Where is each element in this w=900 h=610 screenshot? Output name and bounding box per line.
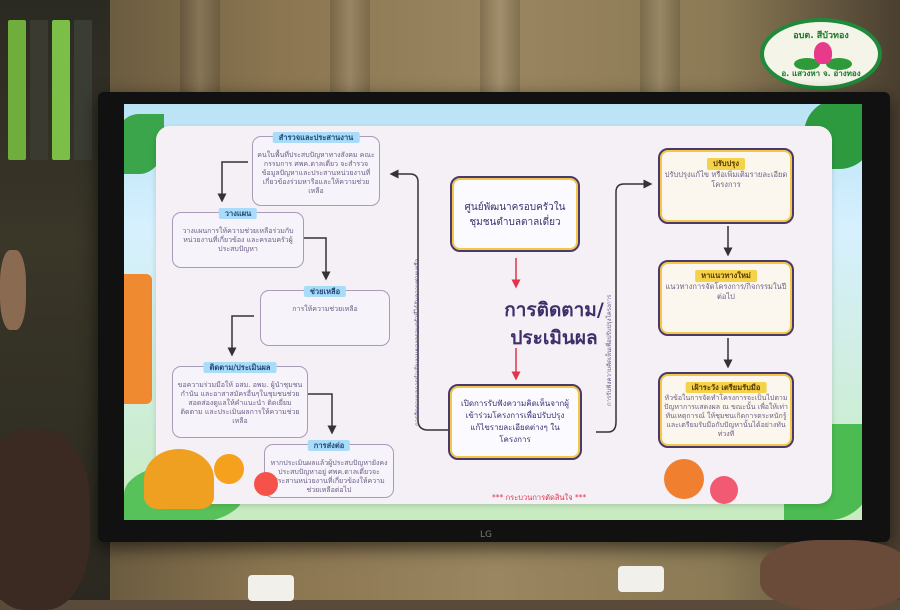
step-improve-text: ปรับปรุงแก้ไข หรือเพิ่มเติมรายละเอียดโคร… [664,170,788,189]
binder [30,20,48,160]
step-refer-text: หากประเมินผลแล้วผู้ประสบปัญหายังคงประสบป… [270,459,388,494]
step-survey-text: คนในพื้นที่ประสบปัญหาทางสังคม คณะกรรมการ… [257,151,375,195]
step-plan: วางแผน วางแผนการให้ความช่วยเหลือร่วมกับห… [172,208,304,268]
left-vertical-label: การติดตามผลการดำเนินงานของครอบครัวที่ได้… [414,258,421,426]
dog-illustration [144,449,214,509]
step-followup-tag: ติดตาม/ประเมินผล [203,362,277,373]
step-improve-tag: ปรับปรุง [706,158,746,170]
center-title-line1: การติดตาม/ [504,299,604,321]
lotus-flower-icon [814,42,832,64]
step-new-approach: หาแนวทางใหม่ แนวทางการจัดโครงการ/กิจกรรม… [658,260,794,336]
monitor-brand: LG [480,530,492,540]
center-top-text: ศูนย์พัฒนาครอบครัวในชุมชนตำบลตาลเดี่ยว [464,202,566,228]
lotus-leaf-icon [794,58,820,70]
step-refer-tag: การส่งต่อ [307,440,351,451]
flow-arrows [217,161,733,435]
step-new-approach-text: แนวทางการจัดโครงการ/กิจกรรมในปีต่อไป [665,282,787,301]
step-help-tag: ช่วยเหลือ [303,286,347,297]
step-followup: ติดตาม/ประเมินผล ขอความร่วมมือให้ อสม. อ… [172,362,308,438]
step-followup-text: ขอความร่วมมือให้ อสม. อพม. ผู้นำชุมชน กำ… [177,381,303,425]
step-watch: เฝ้าระวัง เตรียมรับมือ หัวข้อในการจัดทำโ… [658,372,794,448]
person-foreground [0,430,90,610]
step-help-text: การให้ความช่วยเหลือ [292,305,358,313]
logo-bottom-text: อ. แสวงหา จ. อ่างทอง [781,69,861,78]
flower-decoration [254,472,278,496]
organization-logo: อบต. สีบัวทอง อ. แสวงหา จ. อ่างทอง [760,18,882,90]
center-title-line2: ประเมินผล [510,327,598,349]
center-bottom-text: เปิดการรับฟังความคิดเห็นจากผู้เข้าร่วมโค… [461,399,569,444]
step-watch-tag: เฝ้าระวัง เตรียมรับมือ [685,382,767,393]
cup [618,566,664,592]
step-plan-tag: วางแผน [218,208,258,219]
step-watch-text: หัวข้อในการจัดทำโครงการจะเป็นไปตามปัญหาก… [664,394,788,438]
step-refer: การส่งต่อ หากประเมินผลแล้วผู้ประสบปัญหาย… [264,440,394,498]
person-hand [760,540,900,610]
center-title: การติดตาม/ ประเมินผล [462,296,646,352]
step-help: ช่วยเหลือ การให้ความช่วยเหลือ [260,286,390,346]
step-plan-text: วางแผนการให้ความช่วยเหลือร่วมกับหน่วยงาน… [182,227,294,253]
decision-note: *** กระบวนการตัดสินใจ *** [492,493,587,502]
binder [52,20,70,160]
presentation-slide: สำรวจและประสานงาน คนในพื้นที่ประสบปัญหาท… [124,104,862,520]
person-foreground [0,250,26,330]
flower-decoration [710,476,738,504]
flower-decoration [214,454,244,484]
cup [248,575,294,601]
step-survey: สำรวจและประสานงาน คนในพื้นที่ประสบปัญหาท… [252,132,380,206]
step-improve: ปรับปรุง ปรับปรุงแก้ไข หรือเพิ่มเติมรายล… [658,148,794,224]
building-decoration [124,274,152,404]
step-survey-tag: สำรวจและประสานงาน [272,132,360,143]
center-bottom-box: เปิดการรับฟังความคิดเห็นจากผู้เข้าร่วมโค… [448,384,582,460]
step-new-approach-tag: หาแนวทางใหม่ [695,270,757,282]
flower-decoration [664,459,704,499]
diagram-panel: สำรวจและประสานงาน คนในพื้นที่ประสบปัญหาท… [156,126,832,504]
binder [74,20,92,160]
binder [8,20,26,160]
center-top-box: ศูนย์พัฒนาครอบครัวในชุมชนตำบลตาลเดี่ยว [450,176,580,252]
logo-top-text: อบต. สีบัวทอง [793,31,849,41]
lotus-leaf-icon [826,58,852,70]
